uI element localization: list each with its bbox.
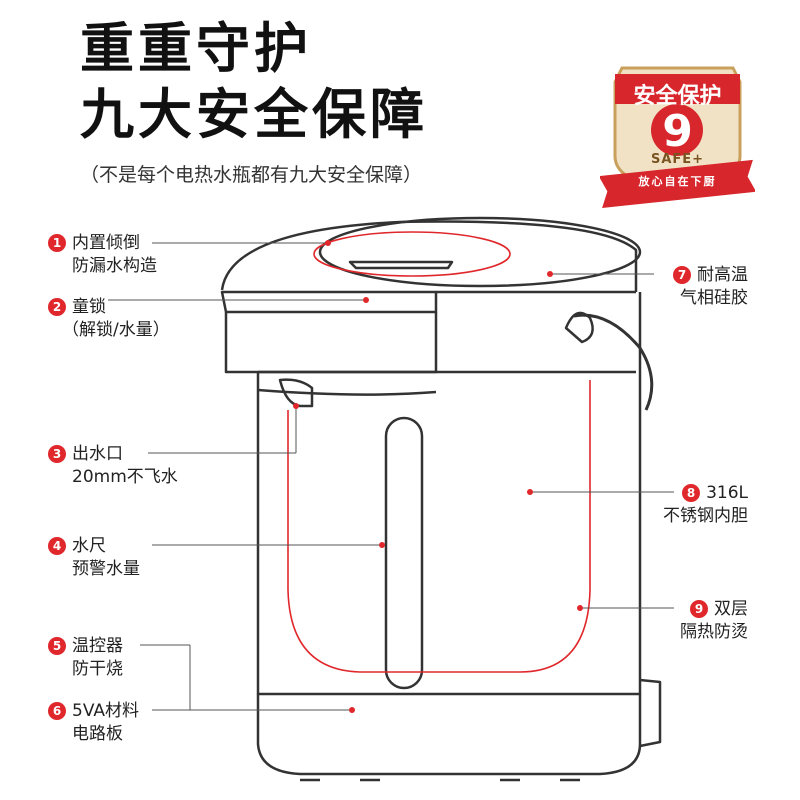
feature-title: 温控器	[72, 636, 123, 656]
feature-title: 水尺	[72, 536, 106, 556]
feature-label-7: 7 耐高温 气相硅胶	[656, 264, 748, 310]
feature-number-badge: 9	[690, 600, 708, 618]
title-line-1: 重重守护	[80, 17, 312, 80]
feature-number-badge: 5	[48, 637, 66, 655]
marker-dot-1	[325, 240, 331, 246]
kettle-spout	[278, 378, 314, 408]
marker-dot-4	[379, 542, 385, 548]
marker-dot-8	[527, 489, 533, 495]
feature-description: 防漏水构造	[72, 256, 157, 276]
kettle-top-plate	[220, 290, 438, 314]
feature-number-badge: 4	[48, 537, 66, 555]
badge-safe-text: SAFE+	[650, 152, 705, 167]
feature-description: 预警水量	[72, 559, 140, 579]
marker-dot-3	[293, 403, 299, 409]
feature-number-badge: 3	[48, 445, 66, 463]
kettle-base	[256, 694, 642, 776]
safety-badge: 安全保护 9 SAFE+ 放心自在下厨	[598, 60, 757, 210]
feature-title: 内置倾倒	[72, 233, 140, 253]
feature-description: 不锈钢内胆	[663, 506, 748, 526]
badge-shield-icon	[598, 66, 757, 208]
inner-liner	[287, 380, 591, 673]
marker-dot-2	[363, 297, 369, 303]
feature-title: 童锁	[72, 297, 106, 317]
feature-label-9: 9 双层 隔热防烫	[656, 598, 748, 644]
water-gauge	[384, 416, 424, 690]
feature-description: 气相硅胶	[680, 288, 748, 308]
feature-label-5: 5 温控器 防干烧	[48, 635, 123, 681]
feature-label-1: 1 内置倾倒 防漏水构造	[48, 232, 157, 278]
marker-dot-6	[349, 707, 355, 713]
feature-label-3: 3 出水口 20mm不飞水	[48, 443, 178, 489]
kettle-handle	[573, 313, 654, 411]
feature-title: 出水口	[72, 444, 123, 464]
feature-description: 电路板	[72, 724, 123, 744]
badge-title: 安全保护	[633, 84, 722, 109]
feature-number-badge: 7	[673, 266, 691, 284]
feature-description: 隔热防烫	[680, 622, 748, 642]
subtitle: （不是每个电热水瓶都有九大安全保障）	[80, 164, 423, 186]
marker-dot-9	[577, 605, 583, 611]
feature-number-badge: 1	[48, 234, 66, 252]
feature-number-badge: 2	[48, 298, 66, 316]
kettle-body	[256, 292, 642, 696]
feature-label-8: 8 316L 不锈钢内胆	[640, 482, 748, 528]
feature-description: 20mm不飞水	[72, 467, 178, 487]
feature-title: 5VA材料	[72, 701, 139, 721]
feature-label-2: 2 童锁 （解锁/水量）	[48, 296, 170, 342]
feature-description: （解锁/水量）	[62, 320, 170, 340]
badge-ribbon-text: 放心自在下厨	[638, 175, 717, 188]
feature-number-badge: 8	[682, 484, 701, 502]
marker-dot-7	[547, 271, 553, 277]
badge-number: 9	[662, 106, 693, 157]
feature-label-6: 6 5VA材料 电路板	[48, 700, 139, 746]
feature-description: 防干烧	[72, 659, 123, 679]
title-line-2: 九大安全保障	[80, 83, 428, 146]
feature-number-badge: 6	[48, 702, 66, 720]
feature-title: 316L	[706, 483, 748, 503]
feature-label-4: 4 水尺 预警水量	[48, 535, 140, 581]
lid-seal-ring	[313, 231, 511, 277]
feature-title: 双层	[714, 599, 748, 619]
feature-title: 耐高温	[697, 265, 748, 285]
